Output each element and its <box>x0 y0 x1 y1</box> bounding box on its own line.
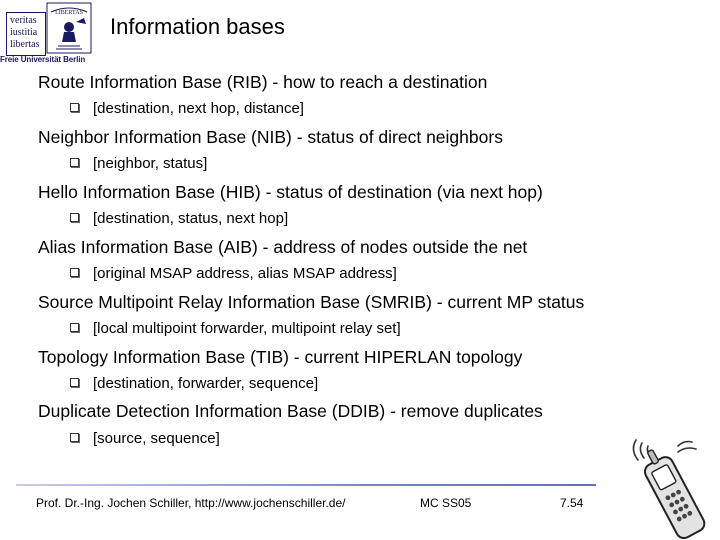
item-detail-text: [destination, forwarder, sequence] <box>93 375 319 392</box>
square-bullet-icon <box>70 378 79 387</box>
item-detail: [original MSAP address, alias MSAP addre… <box>70 265 397 282</box>
item-detail-text: [original MSAP address, alias MSAP addre… <box>93 265 397 282</box>
item-detail: [destination, next hop, distance] <box>70 100 304 117</box>
item-detail: [destination, status, next hop] <box>70 210 288 227</box>
seal-text: LIBERTAS <box>55 10 83 16</box>
item-heading: Neighbor Information Base (NIB) - status… <box>38 127 503 147</box>
item-detail: [source, sequence] <box>70 430 220 447</box>
item-detail-text: [destination, status, next hop] <box>93 210 289 227</box>
footer-author: Prof. Dr.-Ing. Jochen Schiller, http://w… <box>36 496 346 510</box>
motto-line: libertas <box>10 39 40 50</box>
item-detail: [local multipoint forwarder, multipoint … <box>70 320 401 337</box>
item-heading: Topology Information Base (TIB) - curren… <box>38 347 523 367</box>
slide-title: Information bases <box>110 14 285 39</box>
footer-course: MC SS05 <box>420 496 472 510</box>
item-detail-text: [source, sequence] <box>93 430 220 447</box>
mobile-phone-icon <box>632 439 706 540</box>
item-heading: Source Multipoint Relay Information Base… <box>38 292 585 312</box>
logo-motto: veritas iustitia libertas <box>6 12 46 56</box>
university-logo: veritas iustitia libertas LIBERTAS Freie… <box>0 0 92 66</box>
seal-icon: LIBERTAS <box>46 2 92 54</box>
square-bullet-icon <box>70 103 79 112</box>
item-detail: [neighbor, status] <box>70 155 207 172</box>
item-detail-text: [local multipoint forwarder, multipoint … <box>93 320 401 337</box>
motto-line: veritas <box>10 15 37 26</box>
item-detail: [destination, forwarder, sequence] <box>70 375 318 392</box>
footer-page-number: 7.54 <box>560 496 584 510</box>
item-heading: Route Information Base (RIB) - how to re… <box>38 72 488 92</box>
item-heading: Hello Information Base (HIB) - status of… <box>38 182 543 202</box>
footer-divider <box>16 484 596 486</box>
square-bullet-icon <box>70 158 79 167</box>
square-bullet-icon <box>70 268 79 277</box>
square-bullet-icon <box>70 213 79 222</box>
item-detail-text: [destination, next hop, distance] <box>93 100 304 117</box>
square-bullet-icon <box>70 433 79 442</box>
university-name: Freie Universität Berlin <box>0 55 86 64</box>
motto-line: iustitia <box>10 27 38 38</box>
item-detail-text: [neighbor, status] <box>93 155 208 172</box>
square-bullet-icon <box>70 323 79 332</box>
item-heading: Duplicate Detection Information Base (DD… <box>38 401 543 421</box>
item-heading: Alias Information Base (AIB) - address o… <box>38 237 528 257</box>
